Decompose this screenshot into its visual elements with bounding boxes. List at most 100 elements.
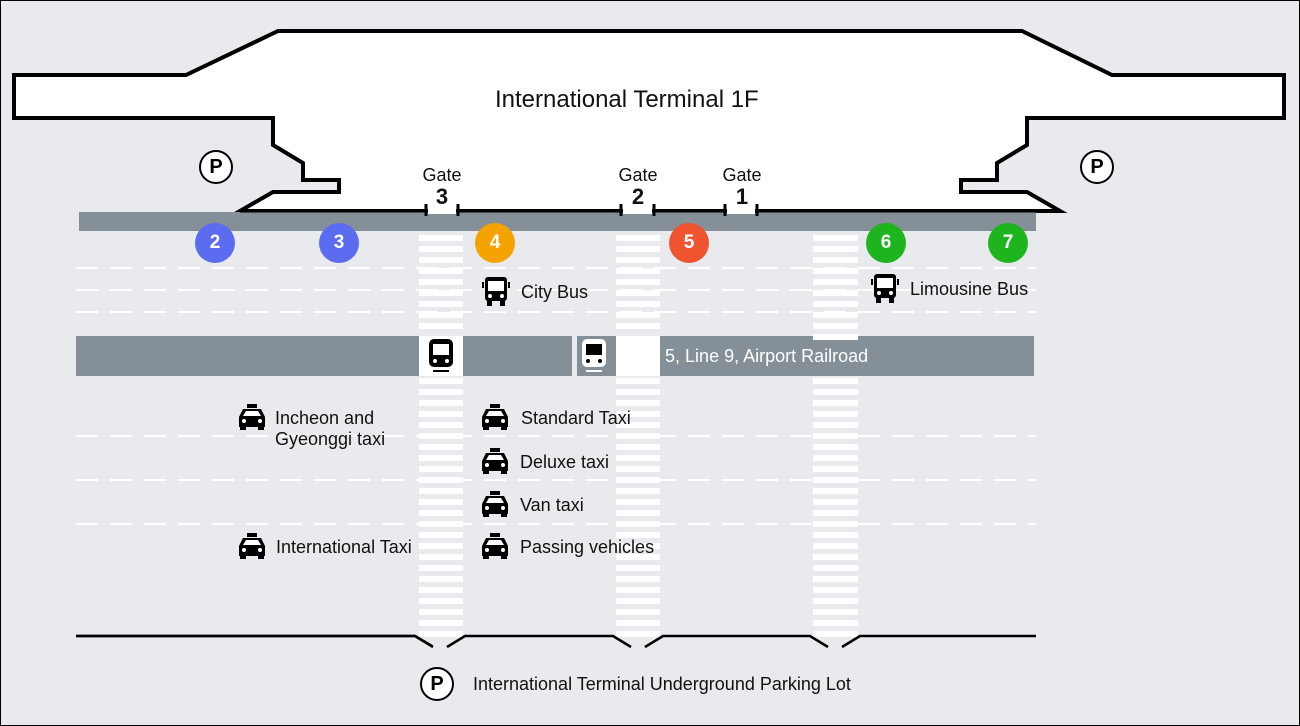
crosswalk-stripe [813, 411, 858, 417]
crosswalk-stripe [813, 532, 858, 538]
van-taxi-label: Van taxi [520, 495, 584, 515]
crosswalk-stripe [616, 499, 660, 505]
crosswalk-stripe [616, 323, 660, 329]
crosswalk-stripe [616, 389, 660, 395]
crosswalk-stripe [419, 433, 463, 439]
crosswalk-stripe [419, 609, 463, 615]
curb-road [79, 212, 1036, 231]
crosswalk-stripe [419, 235, 463, 241]
parking-icon[interactable]: P [420, 667, 454, 701]
crosswalk-stripe [419, 389, 463, 395]
crosswalk-stripe [813, 433, 858, 439]
crosswalk-stripe [419, 620, 463, 626]
crosswalk-stripe [616, 587, 660, 593]
crosswalk-stripe [419, 499, 463, 505]
gate-ticks [424, 204, 759, 216]
crosswalk-stripe [616, 609, 660, 615]
stop-4[interactable]: 4 [475, 223, 515, 263]
crosswalk-stripe [419, 554, 463, 560]
terminal-title: International Terminal 1F [495, 86, 759, 113]
crosswalk-stripe [419, 543, 463, 549]
crosswalk-stripe [616, 257, 660, 263]
crosswalk-stripe [419, 631, 463, 637]
crosswalk-stripe [813, 378, 858, 384]
crosswalk-stripe [813, 477, 858, 483]
crosswalk-stripe [616, 312, 660, 318]
crosswalk-stripe [616, 532, 660, 538]
gate-number: 2 [631, 183, 645, 209]
crosswalk-stripe [813, 334, 858, 340]
deluxe-taxi-label: Deluxe taxi [520, 452, 610, 472]
crosswalk-stripe [616, 301, 660, 307]
crosswalk-stripe [813, 290, 858, 296]
crosswalk-stripe [813, 521, 858, 527]
crosswalk-stripe [813, 598, 858, 604]
crosswalk-stripe [813, 565, 858, 571]
gate-label: Gate [422, 165, 462, 185]
crosswalk-stripe [616, 488, 660, 494]
crosswalk-stripe [419, 488, 463, 494]
crosswalk-stripe [419, 378, 463, 384]
crosswalk-stripe [616, 620, 660, 626]
crosswalk-stripe [616, 631, 660, 637]
crosswalk-stripe [419, 444, 463, 450]
parking-icon[interactable]: P [199, 150, 233, 184]
label-line: Gyeonggi taxi [275, 428, 386, 449]
crosswalk-stripe [616, 598, 660, 604]
crosswalk-stripe [616, 433, 660, 439]
crosswalk-stripe [419, 455, 463, 461]
crosswalk-stripe [616, 444, 660, 450]
crosswalk-stripe [813, 323, 858, 329]
stop-2[interactable]: 2 [195, 223, 235, 263]
parking-lot-label: International Terminal Underground Parki… [473, 674, 851, 694]
crosswalk-stripe [813, 576, 858, 582]
crosswalk-stripe [813, 312, 858, 318]
crosswalk-stripe [419, 587, 463, 593]
crosswalk-stripe [813, 301, 858, 307]
limousine-bus-label: Limousine Bus [910, 279, 1029, 299]
crosswalk-stripe [813, 609, 858, 615]
crosswalk-stripe [616, 466, 660, 472]
crosswalk-stripe [813, 279, 858, 285]
crosswalk-stripe [616, 455, 660, 461]
crosswalk-gap [616, 336, 660, 376]
crosswalk-stripe [419, 312, 463, 318]
crosswalk-stripe [813, 444, 858, 450]
crosswalk-stripe [616, 422, 660, 428]
stop-7[interactable]: 7 [988, 223, 1028, 263]
crosswalk-stripe [419, 301, 463, 307]
city-bus-label: City Bus [521, 282, 589, 302]
crosswalk-stripe [616, 565, 660, 571]
parking-icon[interactable]: P [1080, 150, 1114, 184]
crosswalk-stripe [616, 510, 660, 516]
crosswalk-stripe [419, 598, 463, 604]
stop-3[interactable]: 3 [319, 223, 359, 263]
crosswalk-stripe [813, 587, 858, 593]
crosswalk-stripe [813, 543, 858, 549]
stop-5[interactable]: 5 [669, 223, 709, 263]
crosswalk-stripe [419, 477, 463, 483]
crosswalk-stripe [419, 411, 463, 417]
railway-band [76, 336, 1034, 376]
stop-6[interactable]: 6 [866, 223, 906, 263]
crosswalk-stripe [813, 235, 858, 241]
train-icon [582, 339, 606, 372]
crosswalk-stripe [419, 521, 463, 527]
crosswalk-stripe [419, 532, 463, 538]
crosswalk-stripe [813, 510, 858, 516]
crosswalk-stripe [616, 235, 660, 241]
crosswalk-stripe [616, 400, 660, 406]
crosswalk-stripe [419, 279, 463, 285]
crosswalk-stripe [419, 576, 463, 582]
crosswalk-stripe [813, 620, 858, 626]
crosswalk-stripe [813, 389, 858, 395]
crosswalk-stripe [813, 400, 858, 406]
crosswalk-stripe [813, 422, 858, 428]
crosswalk-stripe [419, 422, 463, 428]
crosswalk-stripe [813, 499, 858, 505]
crosswalk-stripe [616, 543, 660, 549]
